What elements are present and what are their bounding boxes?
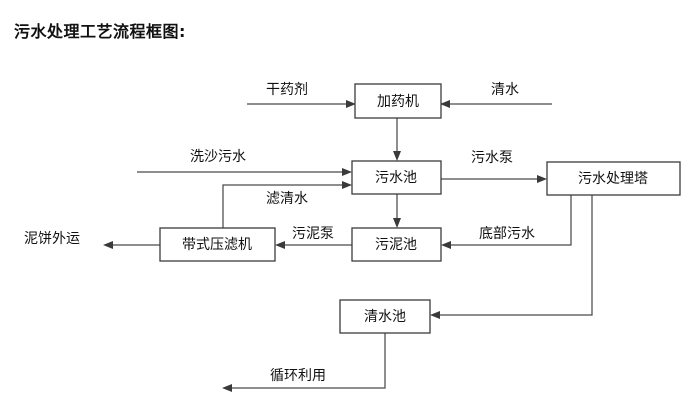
edge-sewage-pump: 污水泵 (441, 150, 547, 183)
edge-dosing-to-sewage (393, 118, 401, 161)
edge-label-sewage-pump: 污水泵 (471, 150, 513, 166)
edge-mud-cake-out: 泥饼外运 (24, 231, 160, 249)
edge-sand-wash-in: 洗沙污水 (137, 149, 352, 176)
node-label-sludge-pool: 污泥池 (375, 237, 417, 253)
node-treatment-tower[interactable]: 污水处理塔 (546, 161, 681, 196)
edge-recycle-out: 循环利用 (222, 333, 386, 392)
node-label-dosing-machine: 加药机 (377, 94, 419, 110)
node-clear-water-pool[interactable]: 清水池 (339, 299, 431, 334)
page-title: 污水处理工艺流程框图: (14, 22, 186, 41)
edge-label-filtrate: 滤清水 (266, 191, 308, 207)
edge-dry-agent-in: 干药剂 (247, 82, 356, 108)
edge-tower-to-clear (430, 195, 593, 319)
edge-label-bottom-sewage: 底部污水 (479, 226, 535, 242)
edge-label-sludge-pump: 污泥泵 (292, 226, 334, 242)
node-label-clear-water-pool: 清水池 (364, 309, 406, 325)
edge-filtrate-return: 滤清水 (222, 181, 352, 228)
edge-label-dry-agent: 干药剂 (266, 82, 308, 98)
node-label-sewage-pool: 污水池 (375, 170, 417, 186)
node-label-treatment-tower: 污水处理塔 (578, 171, 648, 187)
node-label-belt-filter-press: 带式压滤机 (182, 237, 252, 253)
edge-label-recycle: 循环利用 (270, 368, 326, 384)
node-sludge-pool[interactable]: 污泥池 (351, 227, 442, 262)
edge-clean-water-in: 清水 (440, 82, 552, 108)
edge-label-mud-cake: 泥饼外运 (24, 231, 80, 247)
node-dosing-machine[interactable]: 加药机 (354, 83, 442, 119)
node-sewage-pool[interactable]: 污水池 (351, 160, 442, 195)
edge-sludge-pump: 污泥泵 (275, 226, 352, 249)
edge-bottom-sewage: 底部污水 (441, 195, 572, 249)
edge-label-sand-wash: 洗沙污水 (190, 149, 246, 165)
edge-sewage-to-sludge (393, 194, 401, 228)
edge-label-clean-water: 清水 (491, 82, 519, 98)
node-belt-filter-press[interactable]: 带式压滤机 (159, 227, 276, 262)
